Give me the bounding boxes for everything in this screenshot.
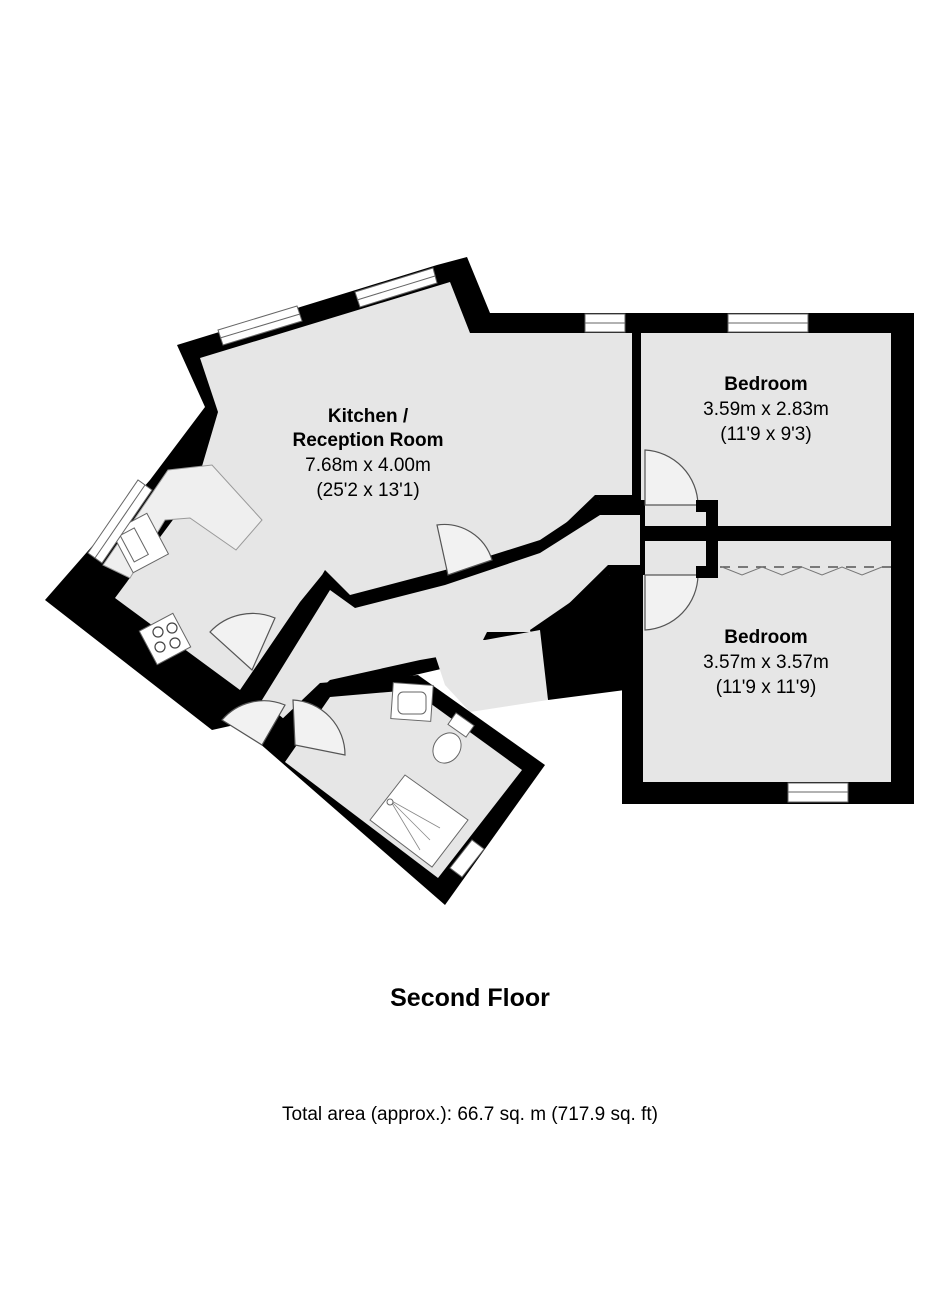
room-name: Bedroom <box>724 374 807 395</box>
room-dimensions-metric: 3.59m x 2.83m <box>703 399 829 420</box>
hallway-lower-floor <box>430 630 548 712</box>
window-icon <box>354 267 438 308</box>
floor-title: Second Floor <box>390 984 550 1012</box>
hob-icon <box>138 612 192 666</box>
window-icon <box>584 313 626 333</box>
shower-icon <box>369 774 469 868</box>
window-icon <box>449 839 485 878</box>
room-name-line-2: Reception Room <box>293 430 444 451</box>
room-name: Bedroom <box>724 627 807 648</box>
wardrobe-icon <box>720 566 891 576</box>
hallway-floor <box>262 515 640 720</box>
room-dimensions-imperial: (25'2 x 13'1) <box>316 480 419 501</box>
room-label-kitchen: Kitchen / Reception Room 7.68m x 4.00m (… <box>293 406 444 501</box>
door-icon <box>209 449 699 756</box>
room-name-line-1: Kitchen / <box>328 406 409 427</box>
total-area: Total area (approx.): 66.7 sq. m (717.9 … <box>282 1104 658 1125</box>
sink-icon <box>390 682 434 722</box>
toilet-icon <box>432 712 475 764</box>
room-dimensions-metric: 7.68m x 4.00m <box>305 455 431 476</box>
door-jamb <box>706 500 718 578</box>
kitchen-reception-floor <box>115 282 632 690</box>
room-dimensions-metric: 3.57m x 3.57m <box>703 652 829 673</box>
window-icon <box>87 479 153 564</box>
window-icon <box>217 305 303 346</box>
room-label-bedroom-1: Bedroom 3.59m x 2.83m (11'9 x 9'3) <box>703 374 829 445</box>
room-dimensions-imperial: (11'9 x 11'9) <box>716 677 817 698</box>
stair-block <box>530 575 625 700</box>
room-label-bedroom-2: Bedroom 3.57m x 3.57m (11'9 x 11'9) <box>703 627 829 698</box>
hallway <box>245 500 645 740</box>
room-dimensions-imperial: (11'9 x 9'3) <box>720 424 811 445</box>
